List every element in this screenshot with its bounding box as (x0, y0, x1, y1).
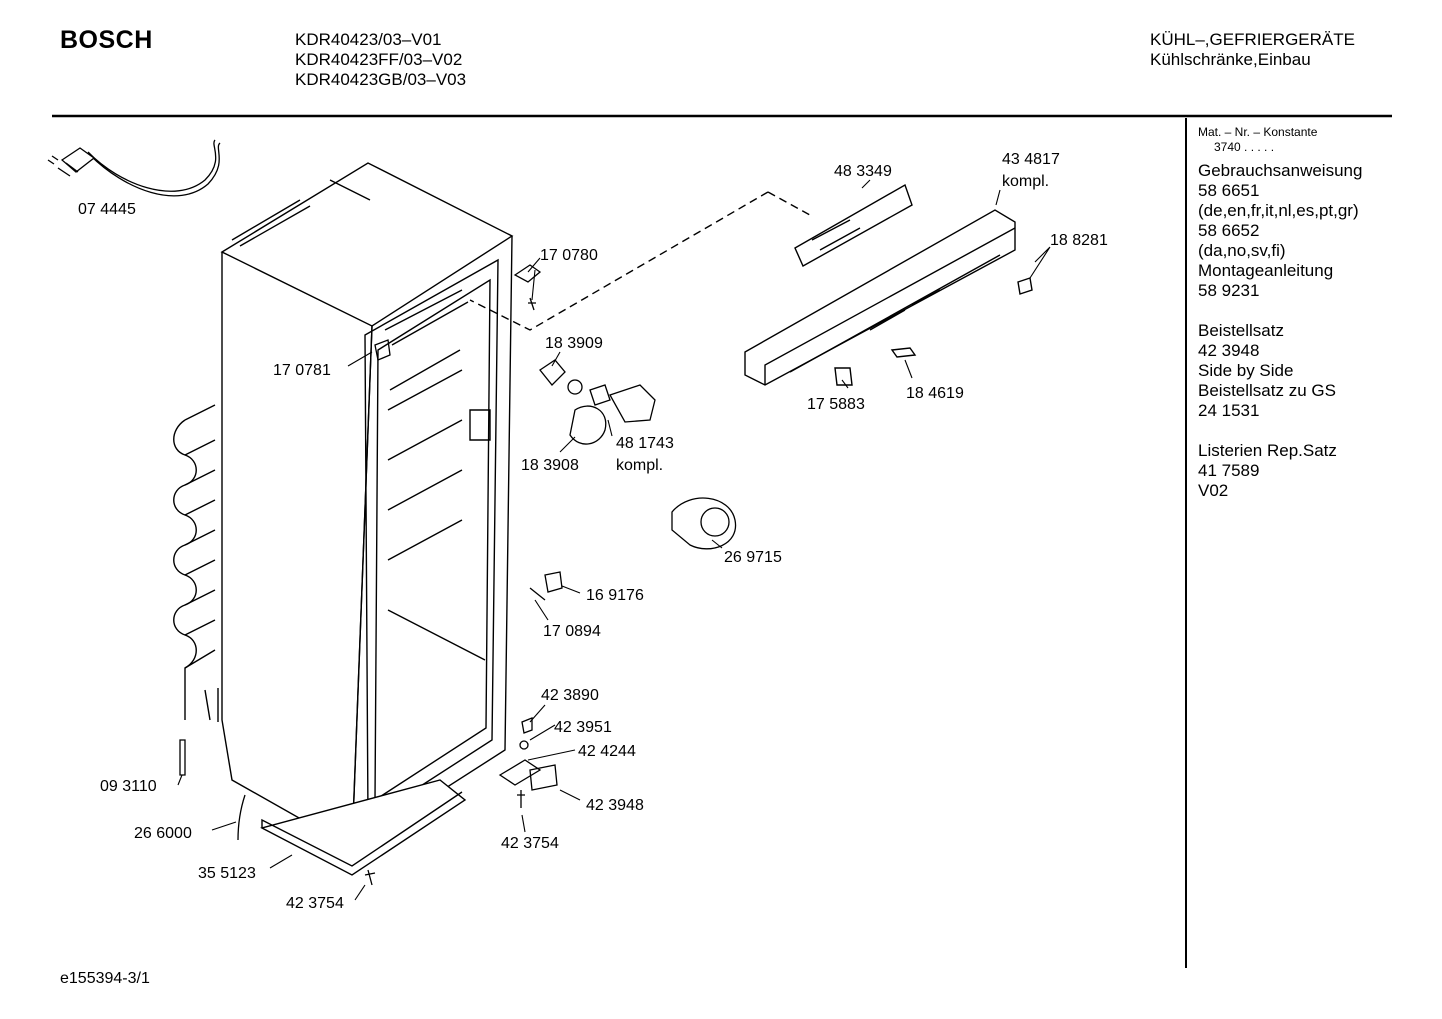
sidebar-line: (da,no,sv,fi) (1198, 241, 1286, 260)
part-label-184619: 18 4619 (906, 385, 964, 402)
part-label-423951: 42 3951 (554, 719, 612, 736)
sidebar-line: Montageanleitung (1198, 261, 1334, 280)
sidebar-line: Beistellsatz zu GS (1198, 381, 1336, 400)
part-label-183908: 18 3908 (521, 457, 579, 474)
part-label-423948: 42 3948 (586, 797, 644, 814)
small-parts-drawing (179, 264, 737, 886)
sidebar-line: Gebrauchsanweisung (1198, 161, 1363, 180)
part-label-kompl: kompl. (1002, 173, 1049, 190)
part-label-423754: 42 3754 (501, 835, 559, 852)
part-label-170781: 17 0781 (273, 362, 331, 379)
control-panel-drawing (469, 183, 1033, 386)
model-number: KDR40423FF/03–V02 (295, 50, 463, 69)
diagram-code: e155394-3/1 (60, 970, 150, 987)
sidebar-line: Beistellsatz (1198, 321, 1284, 340)
part-label-kompl: kompl. (616, 457, 663, 474)
sidebar-line: 58 9231 (1198, 281, 1260, 300)
sidebar-line: 41 7589 (1198, 461, 1260, 480)
sidebar-line: 58 6652 (1198, 221, 1260, 240)
category-title: KÜHL–,GEFRIERGERÄTE (1150, 30, 1355, 49)
part-label-434817: 43 4817 (1002, 151, 1060, 168)
sidebar-parts-info: Mat. – Nr. – Konstante 3740 . . . . . Ge… (1198, 125, 1428, 501)
sidebar-line: V02 (1198, 481, 1229, 500)
category-subtitle: Kühlschränke,Einbau (1150, 50, 1311, 69)
model-list: KDR40423/03–V01 KDR40423FF/03–V02 KDR404… (295, 30, 466, 90)
part-label-423754: 42 3754 (286, 895, 344, 912)
part-label-093110: 09 3110 (100, 778, 157, 795)
model-number: KDR40423GB/03–V03 (295, 70, 467, 89)
model-number: KDR40423/03–V01 (295, 30, 442, 49)
part-label-269715: 26 9715 (724, 549, 782, 566)
part-label-188281: 18 8281 (1050, 232, 1108, 249)
part-label-424244: 42 4244 (578, 743, 636, 760)
sidebar-line: 24 1531 (1198, 401, 1260, 420)
part-label-481743: 48 1743 (616, 435, 674, 452)
power-cord-drawing (47, 139, 221, 197)
part-label-483349: 48 3349 (834, 163, 892, 180)
part-label-169176: 16 9176 (586, 587, 644, 604)
sidebar-line: Listerien Rep.Satz (1198, 441, 1337, 460)
sidebar-title: Mat. – Nr. – Konstante (1198, 125, 1318, 139)
sidebar-line: Side by Side (1198, 361, 1294, 380)
part-label-183909: 18 3909 (545, 335, 603, 352)
cabinet-drawing (173, 162, 514, 876)
part-label-175883: 17 5883 (807, 396, 865, 413)
category-block: KÜHL–,GEFRIERGERÄTE Kühlschränke,Einbau (1150, 30, 1355, 70)
leader-lines (177, 179, 1051, 901)
brand-logo: BOSCH (60, 26, 153, 54)
part-label-170894: 17 0894 (543, 623, 601, 640)
sidebar-line: 58 6651 (1198, 181, 1260, 200)
sidebar-constant: 3740 . . . . . (1214, 140, 1275, 154)
sidebar-line: 42 3948 (1198, 341, 1260, 360)
part-label-423890: 42 3890 (541, 687, 599, 704)
part-label-170780: 17 0780 (540, 247, 598, 264)
sidebar-line: (de,en,fr,it,nl,es,pt,gr) (1198, 201, 1359, 220)
part-label-355123: 35 5123 (198, 865, 256, 882)
part-label-074445: 07 4445 (78, 201, 136, 218)
part-label-266000: 26 6000 (134, 825, 192, 842)
